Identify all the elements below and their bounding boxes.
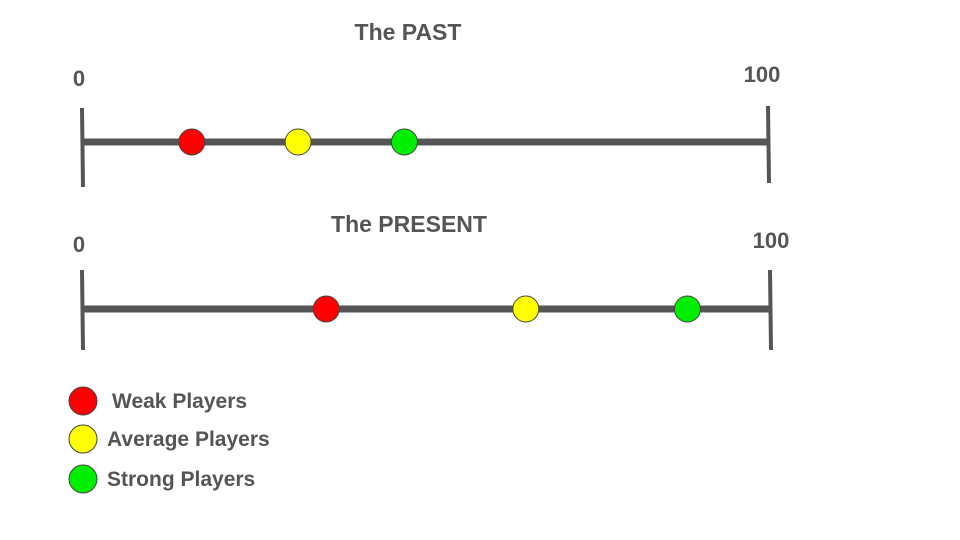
legend-item-weak: Weak Players <box>68 386 247 416</box>
timeline-present-point-weak <box>312 295 340 323</box>
timeline-past-end-tick <box>766 105 771 184</box>
timeline-present-point-strong <box>673 295 701 323</box>
timeline-past-min-label: 0 <box>73 66 85 91</box>
timeline-past-points <box>178 128 418 156</box>
timeline-past: The PAST 0 100 <box>73 19 781 188</box>
legend-swatch-weak <box>68 386 98 416</box>
timeline-present-max-label: 100 <box>753 228 790 253</box>
timeline-past-point-average <box>284 128 312 156</box>
timeline-past-title: The PAST <box>355 19 462 45</box>
timeline-present-point-average <box>512 295 540 323</box>
legend-label-weak: Weak Players <box>112 390 247 413</box>
legend-swatch-strong <box>68 464 98 494</box>
timeline-present-title: The PRESENT <box>331 211 487 237</box>
legend-label-strong: Strong Players <box>107 468 255 491</box>
timeline-past-point-strong <box>390 128 418 156</box>
legend-label-average: Average Players <box>107 428 270 451</box>
legend-item-strong: Strong Players <box>68 464 255 494</box>
timeline-past-max-label: 100 <box>744 62 781 87</box>
legend-item-average: Average Players <box>68 424 270 454</box>
legend: Weak Players Average Players Strong Play… <box>68 386 270 494</box>
timeline-present-start-tick <box>80 269 85 351</box>
timeline-past-point-weak <box>178 128 206 156</box>
timeline-past-start-tick <box>80 107 85 188</box>
timeline-present-end-tick <box>768 269 773 351</box>
legend-swatch-average <box>68 424 98 454</box>
timeline-present-min-label: 0 <box>73 232 85 257</box>
timeline-present-points <box>312 295 701 323</box>
timeline-present: The PRESENT 0 100 <box>73 211 790 351</box>
